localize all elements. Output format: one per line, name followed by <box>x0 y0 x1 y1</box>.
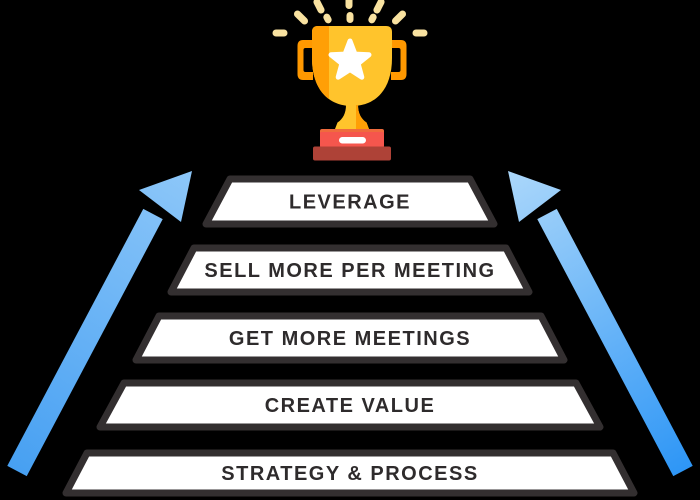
pyramid-level-4: CREATE VALUE <box>96 379 604 431</box>
trophy-base-bottom <box>313 146 391 161</box>
step-shape <box>96 379 604 431</box>
left-arrow-head <box>139 171 192 222</box>
sparkle-ray <box>313 0 325 14</box>
step-shape <box>202 175 498 228</box>
right-up-arrow-icon <box>508 171 693 477</box>
right-arrow-shaft <box>537 208 693 477</box>
trophy-icon <box>272 0 428 161</box>
pyramid-level-3: GET MORE MEETINGS <box>132 312 568 364</box>
pyramid-steps: LEVERAGE SELL MORE PER MEETING GET MORE … <box>62 175 638 497</box>
sparkle-ray <box>293 10 309 25</box>
sparkle-ray <box>345 0 353 9</box>
star-icon <box>328 38 372 80</box>
sparkle-ray <box>346 12 354 23</box>
step-label: SELL MORE PER MEETING <box>204 260 495 282</box>
trophy-base-plate <box>339 137 366 144</box>
sparkle-rays-icon <box>272 0 428 37</box>
step-label: LEVERAGE <box>289 192 411 214</box>
pyramid-level-1: LEVERAGE <box>202 175 498 228</box>
step-shape <box>132 312 568 364</box>
step-shape <box>62 449 638 497</box>
sparkle-ray <box>323 13 332 24</box>
step-shape <box>167 244 533 296</box>
step-label: STRATEGY & PROCESS <box>221 463 478 485</box>
left-up-arrow-icon <box>7 171 192 477</box>
step-label: CREATE VALUE <box>265 395 436 417</box>
sparkle-ray <box>412 29 428 37</box>
left-arrow-shaft <box>7 208 163 477</box>
trophy-handle-left <box>297 40 313 80</box>
sparkle-ray <box>368 13 377 24</box>
right-arrow-head <box>508 171 561 222</box>
pyramid-level-2: SELL MORE PER MEETING <box>167 244 533 296</box>
trophy-handles <box>297 40 407 80</box>
sparkle-ray <box>373 0 385 14</box>
trophy-stem-shade <box>356 105 369 129</box>
sparkle-ray <box>272 29 288 37</box>
sparkle-ray <box>391 10 407 25</box>
trophy-handle-right <box>391 40 407 80</box>
pyramid-level-5: STRATEGY & PROCESS <box>62 449 638 497</box>
step-label: GET MORE MEETINGS <box>229 328 471 350</box>
